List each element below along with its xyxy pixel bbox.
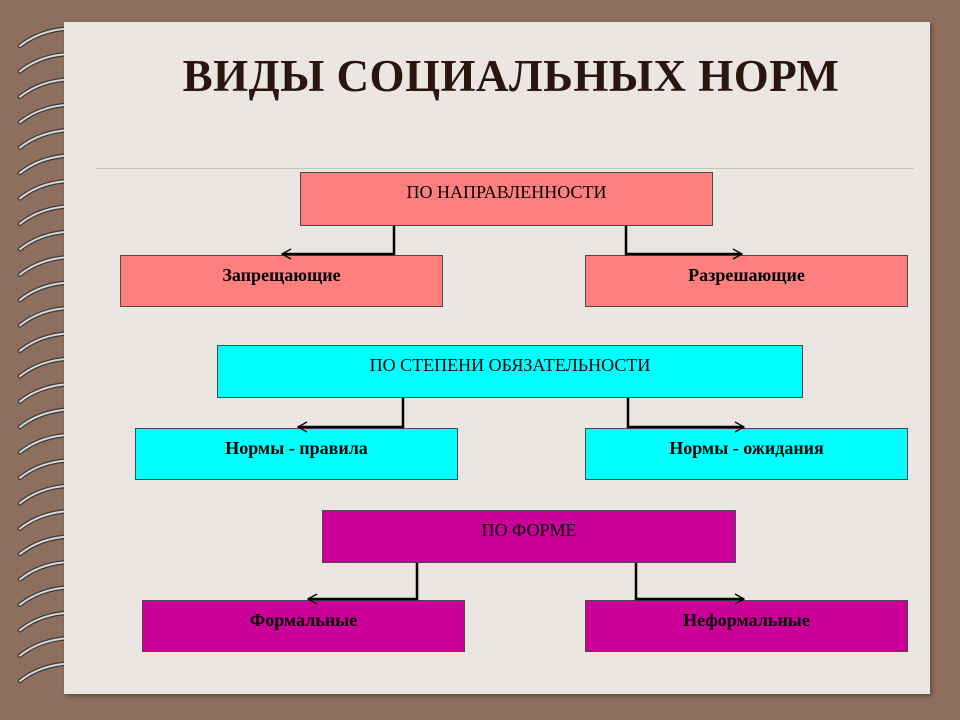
divider — [96, 168, 914, 169]
norm-prohibiting-box: Запрещающие — [120, 255, 443, 307]
category-obligation-box: ПО СТЕПЕНИ ОБЯЗАТЕЛЬНОСТИ — [217, 345, 803, 398]
page-title: ВИДЫ СОЦИАЛЬНЫХ НОРМ — [182, 51, 840, 101]
norm-rules-box: Нормы - правила — [135, 428, 458, 480]
category-direction-box: ПО НАПРАВЛЕННОСТИ — [300, 172, 713, 226]
category-form-box: ПО ФОРМЕ — [322, 510, 736, 563]
norm-permitting-box: Разрешающие — [585, 255, 908, 307]
norm-formal-box: Формальные — [142, 600, 465, 652]
norm-expectations-box: Нормы - ожидания — [585, 428, 908, 480]
norm-informal-box: Неформальные — [585, 600, 908, 652]
